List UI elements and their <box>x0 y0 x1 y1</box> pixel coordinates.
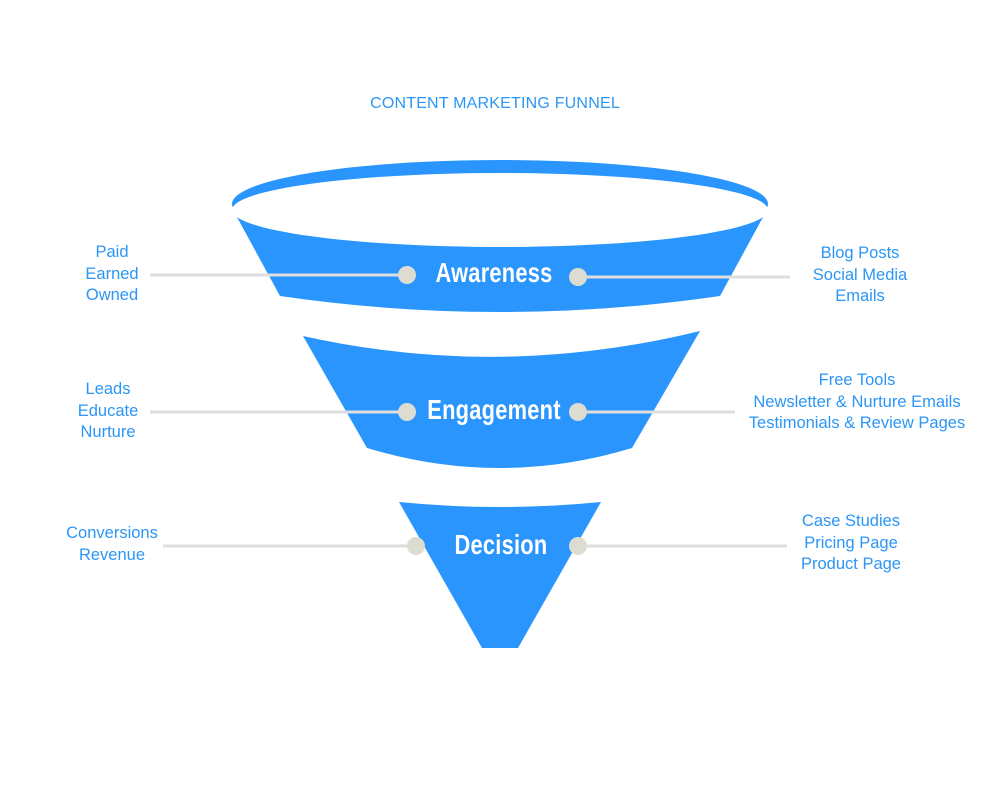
list-item: Emails <box>835 287 885 305</box>
stage-label-decision: Decision <box>454 529 548 560</box>
list-item: Owned <box>85 286 139 304</box>
connector-dot-right <box>569 268 587 286</box>
decision-left-list: Conversions Revenue <box>57 523 167 566</box>
funnel-segment-engagement <box>303 331 700 468</box>
awareness-rim-inner <box>232 173 768 247</box>
funnel-segment-decision <box>399 502 601 648</box>
list-item: Earned <box>85 264 139 283</box>
list-item: Pricing Page <box>804 533 898 552</box>
list-item: Revenue <box>78 545 146 564</box>
stage-label-engagement: Engagement <box>427 394 561 425</box>
diagram-title: CONTENT MARKETING FUNNEL <box>370 95 620 112</box>
connector-dot-left <box>398 403 416 421</box>
list-item: Educate <box>77 401 139 420</box>
connector-awareness <box>150 266 790 286</box>
connector-dot-left <box>407 537 425 555</box>
awareness-right-list: Blog Posts Social Media Emails <box>800 243 920 308</box>
decision-right-list: Case Studies Pricing Page Product Page <box>790 511 912 576</box>
connector-engagement <box>150 403 735 421</box>
engagement-right-list: Free Tools Newsletter & Nurture Emails T… <box>736 370 978 435</box>
list-item: Blog Posts <box>820 244 900 262</box>
list-item: Paid <box>95 243 129 261</box>
list-item: Social Media <box>812 265 908 284</box>
list-item: Leads <box>85 380 131 398</box>
awareness-left-list: Paid Earned Owned <box>72 242 152 307</box>
connector-dot-left <box>398 266 416 284</box>
connector-dot-right <box>569 403 587 421</box>
funnel-segment-awareness <box>232 160 768 312</box>
stage-label-awareness: Awareness <box>435 257 553 288</box>
engagement-left-list: Leads Educate Nurture <box>68 379 148 444</box>
list-item: Nurture <box>80 423 136 441</box>
connector-dot-right <box>569 537 587 555</box>
list-item: Case Studies <box>801 512 901 530</box>
list-item: Free Tools <box>818 371 896 389</box>
list-item: Testimonials & Review Pages <box>748 414 966 432</box>
connector-decision <box>163 537 787 555</box>
list-item: Product Page <box>801 555 901 573</box>
list-item: Conversions <box>66 524 158 542</box>
list-item: Newsletter & Nurture Emails <box>753 392 961 411</box>
